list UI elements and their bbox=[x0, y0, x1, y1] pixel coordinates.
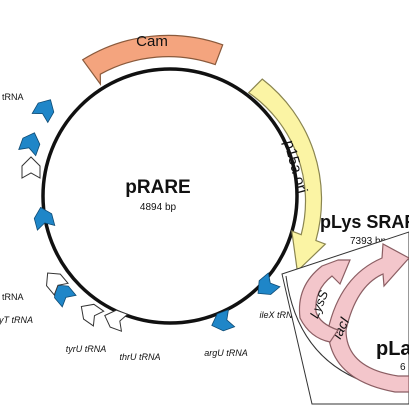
placi-plasmid-name: pLa bbox=[376, 338, 409, 360]
trna-label-4: tyrU tRNA bbox=[66, 344, 107, 354]
trna-label-6: argU tRNA bbox=[204, 348, 248, 358]
trna-gene-marker-open-3 bbox=[80, 303, 105, 327]
trna-label-1: tRNA bbox=[2, 92, 24, 102]
plasmid-backbone bbox=[41, 67, 299, 325]
plasmid-size: 4894 bp bbox=[140, 202, 177, 213]
trna-gene-marker-2 bbox=[18, 132, 41, 157]
trna-gene-marker-1 bbox=[31, 99, 55, 124]
trna-gene-marker-4 bbox=[54, 284, 77, 308]
trna-label-5: thrU tRNA bbox=[119, 352, 160, 362]
plasmid-name: pRARE bbox=[125, 177, 190, 198]
trna-gene-marker-6 bbox=[257, 272, 281, 295]
trna-label-7: ileX tRNA bbox=[259, 310, 298, 320]
cam-gene-arrow bbox=[81, 34, 224, 86]
laci-gene-arrow bbox=[327, 243, 409, 393]
lyss-gene-arrow bbox=[298, 259, 351, 343]
trna-gene-marker-open-1 bbox=[21, 156, 41, 179]
trna-gene-marker-open-4 bbox=[104, 309, 129, 332]
placi-plasmid-size: 6 bbox=[400, 362, 406, 373]
trna-gene-marker-5 bbox=[211, 309, 236, 332]
trna-gene-marker-open-2 bbox=[46, 272, 69, 296]
trna-gene-marker-3 bbox=[33, 206, 56, 231]
cam-gene-label: Cam bbox=[136, 33, 168, 50]
trna-label-3: glyT tRNA bbox=[0, 315, 33, 325]
plys-plasmid-size: 7393 bp bbox=[350, 236, 387, 247]
plys-plasmid-name: pLys SRAR bbox=[320, 212, 409, 232]
trna-label-2: tRNA bbox=[2, 292, 24, 302]
